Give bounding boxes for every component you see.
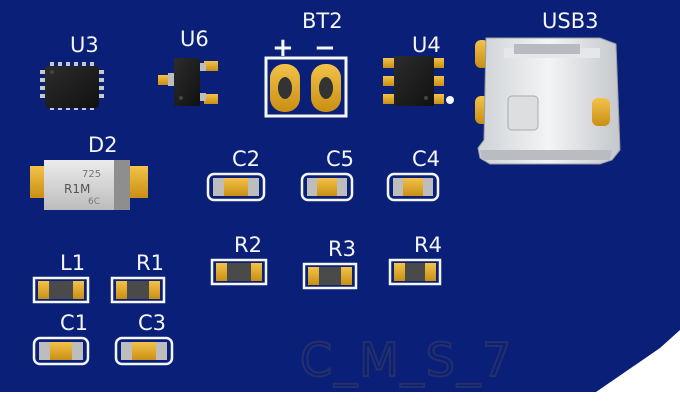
- r2-label: R2: [234, 233, 262, 257]
- r3-resistor: [302, 262, 358, 290]
- r3-label: R3: [328, 237, 356, 261]
- c3-label: C3: [138, 311, 166, 335]
- u4-label: U4: [412, 33, 441, 57]
- c4-capacitor: [386, 172, 440, 202]
- bt2-battery-connector: [264, 56, 348, 118]
- l1-inductor: [32, 276, 90, 304]
- d2-marking-line1: 725: [82, 169, 101, 180]
- watermark-text: C_M_S_7: [300, 333, 513, 387]
- c2-capacitor: [206, 172, 266, 202]
- l1-label: L1: [60, 251, 85, 275]
- u4-sot23-6-chip: [383, 56, 454, 106]
- d2-diode-package: 725 R1M 6C: [30, 160, 148, 210]
- u3-label: U3: [70, 33, 99, 57]
- u3-qfn-chip: [40, 62, 104, 110]
- d2-label: D2: [88, 133, 118, 157]
- r4-label: R4: [414, 233, 442, 257]
- c1-label: C1: [60, 311, 88, 335]
- c4-label: C4: [412, 147, 440, 171]
- r4-resistor: [388, 258, 442, 286]
- c5-capacitor: [300, 172, 354, 202]
- bt2-minus-label: −: [314, 33, 336, 63]
- r1-label: R1: [136, 251, 164, 275]
- c3-capacitor: [114, 336, 174, 366]
- d2-marking-line3: 6C: [88, 197, 100, 207]
- usb3-label: USB3: [542, 9, 598, 33]
- d2-marking-line2: R1M: [64, 182, 90, 196]
- c1-capacitor: [32, 336, 90, 366]
- c5-label: C5: [326, 147, 354, 171]
- r2-resistor: [210, 258, 268, 286]
- usb3-micro-usb-connector: [475, 37, 621, 165]
- u6-label: U6: [180, 27, 209, 51]
- c2-label: C2: [232, 147, 260, 171]
- r1-resistor: [110, 276, 166, 304]
- u6-sot23-chip: [158, 58, 218, 106]
- bt2-label: BT2: [302, 9, 343, 33]
- bt2-plus-label: +: [272, 33, 294, 63]
